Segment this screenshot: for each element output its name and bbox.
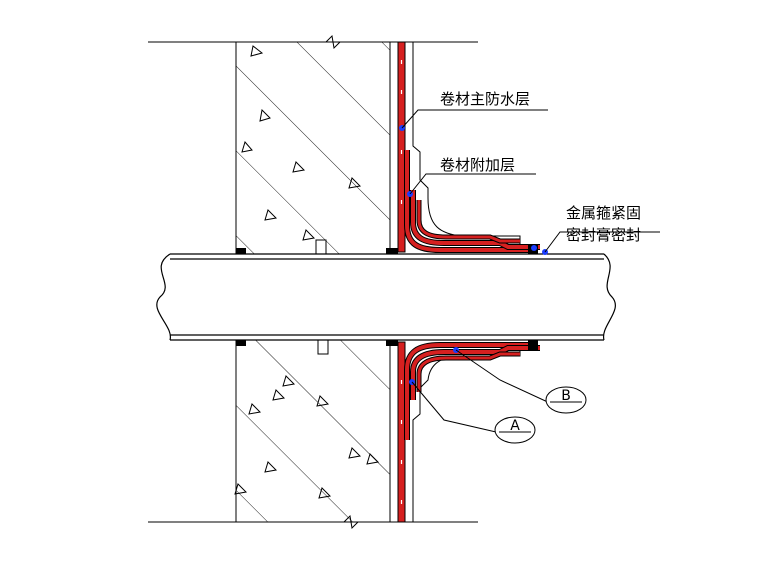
water-stop-rings xyxy=(236,239,398,355)
label-hoop-line1: 金属箍紧固 xyxy=(566,204,641,222)
detail-marker-b: B xyxy=(545,386,587,414)
pipe xyxy=(156,253,616,341)
detail-marker-b-letter: B xyxy=(561,388,571,404)
leader-lines xyxy=(401,109,660,433)
break-symbols xyxy=(325,34,359,530)
aggregate-marks-upper xyxy=(241,45,362,241)
label-additional-layer: 卷材附加层 xyxy=(440,156,515,174)
concrete-wall-upper xyxy=(235,41,391,255)
detail-marker-a: A xyxy=(494,416,536,444)
label-hoop-line2: 密封膏密封 xyxy=(566,226,641,244)
protection-layer-outline xyxy=(412,42,540,522)
membrane-upper-bend xyxy=(404,150,540,253)
aggregate-marks-lower xyxy=(234,375,380,499)
membrane-lower-bend xyxy=(404,342,540,440)
main-waterproof-membrane xyxy=(397,41,406,523)
metal-hoops xyxy=(528,244,538,350)
label-main-waterproof-layer: 卷材主防水层 xyxy=(440,90,530,108)
concrete-wall-lower xyxy=(234,339,391,523)
detail-marker-a-letter: A xyxy=(510,418,520,434)
